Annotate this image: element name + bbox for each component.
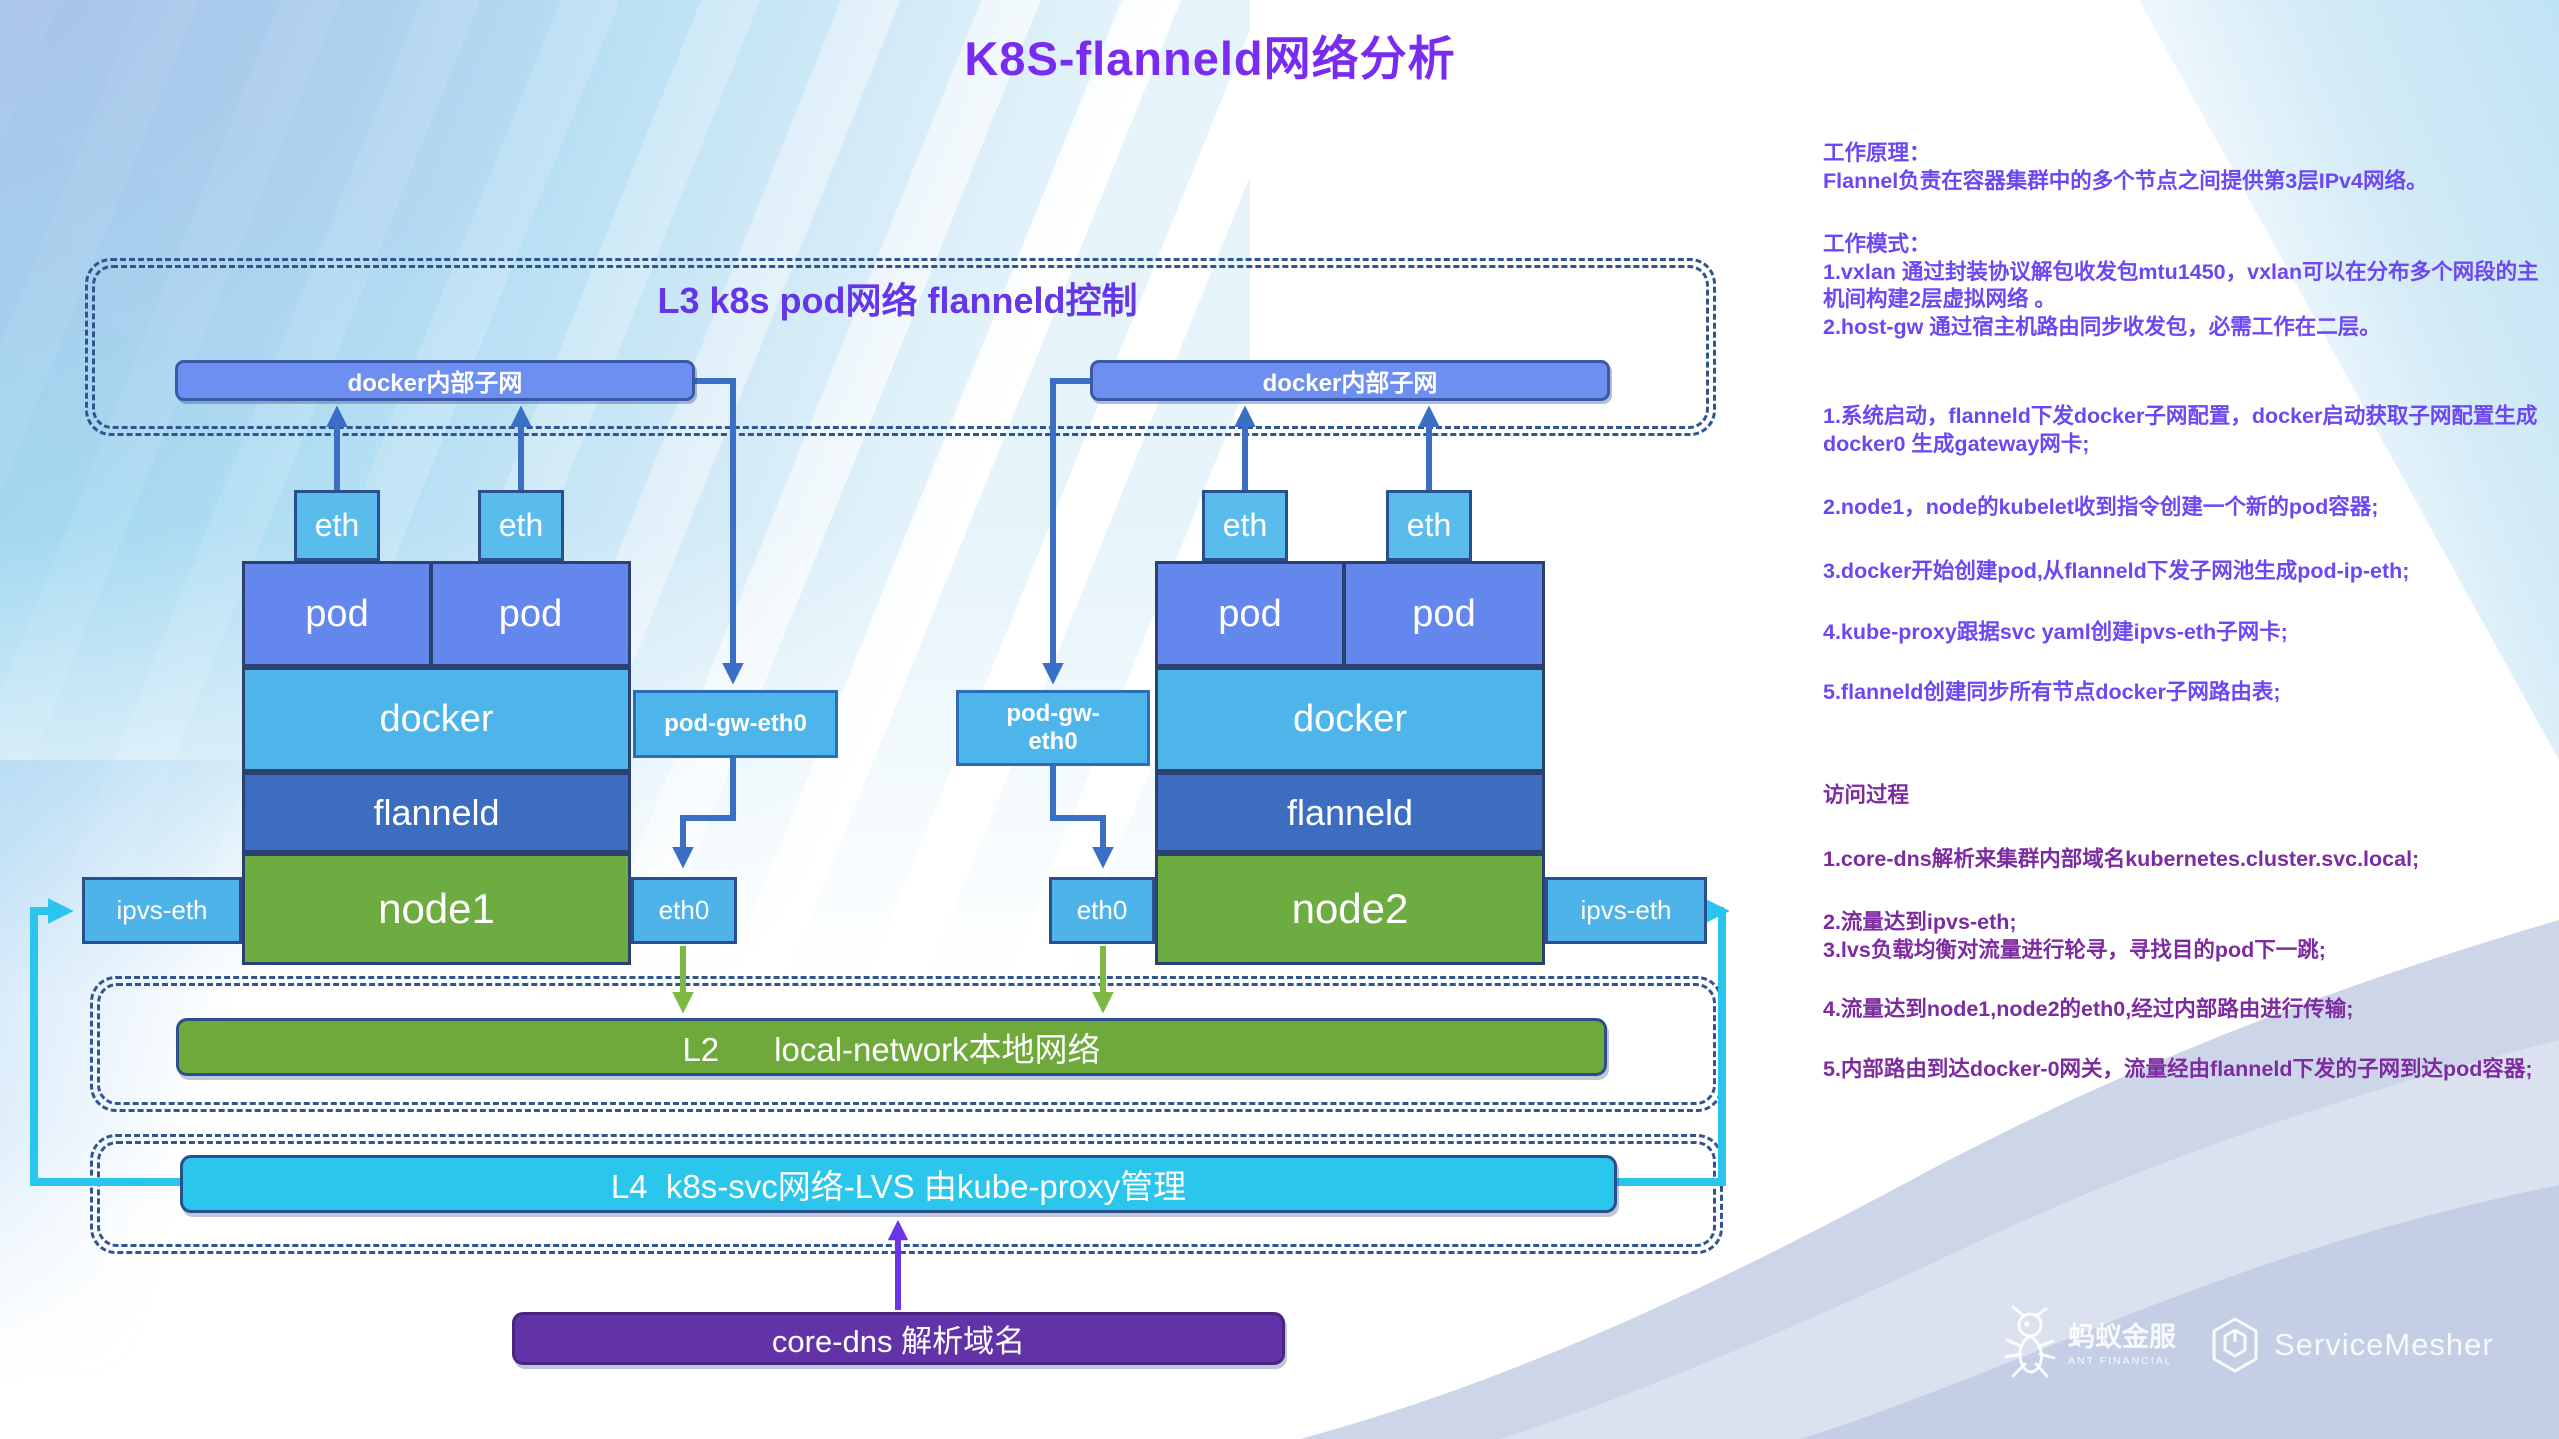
node2-eth-box-2: eth — [1386, 490, 1472, 561]
panel-principle-intro: 工作原理： Flannel负责在容器集群中的多个节点之间提供第3层IPv4网络。 — [1823, 141, 2428, 193]
ant-financial-wordmark: 蚂蚁金服 ANT FINANCIAL — [2068, 1321, 2176, 1367]
l3-network-title: L3 k8s pod网络 flanneld控制 — [657, 280, 1138, 321]
panel-access-1: 1.core-dns解析来集群内部域名kubernetes.cluster.sv… — [1823, 846, 2420, 871]
servicemesher-hexagon-icon — [2212, 1317, 2258, 1373]
docker-subnet-box-right: docker内部子网 — [1090, 360, 1610, 401]
l3-pod-network-container — [85, 258, 1716, 436]
ant-financial-subtitle: ANT FINANCIAL — [2068, 1354, 2173, 1367]
node1-flanneld-layer: flanneld — [242, 772, 631, 853]
node2-eth0-box: eth0 — [1049, 877, 1155, 944]
node2-box: node2 — [1155, 853, 1545, 965]
l2-local-network-bar: L2 local-network本地网络 — [176, 1018, 1607, 1076]
explanation-panel: 工作原理： Flannel负责在容器集群中的多个节点之间提供第3层IPv4网络。… — [1823, 140, 2543, 1083]
panel-access-header: 访问过程 — [1823, 783, 1910, 808]
node2-flanneld-layer: flanneld — [1155, 772, 1545, 853]
ant-financial-name: 蚂蚁金服 — [2068, 1321, 2176, 1352]
node2-eth-box-1: eth — [1202, 490, 1288, 561]
node2-docker-layer: docker — [1155, 667, 1545, 772]
panel-step-2: 2.node1，node的kubelet收到指令创建一个新的pod容器; — [1823, 495, 2379, 520]
panel-work-modes: 工作模式： 1.vxlan 通过封装协议解包收发包mtu1450，vxlan可以… — [1823, 232, 2539, 339]
l4-svc-network-bar: L4 k8s-svc网络-LVS 由kube-proxy管理 — [180, 1155, 1617, 1213]
ant-financial-icon — [2004, 1305, 2056, 1378]
node1-pod-gw-eth0-box: pod-gw-eth0 — [633, 690, 838, 758]
panel-step-1: 1.系统启动，flanneld下发docker子网配置，docker启动获取子网… — [1823, 404, 2538, 456]
page-title: K8S-flanneld网络分析 — [964, 32, 1456, 85]
panel-access-2-3: 2.流量达到ipvs-eth; 3.lvs负载均衡对流量进行轮寻，寻找目的pod… — [1823, 910, 2326, 962]
core-dns-bar: core-dns 解析域名 — [512, 1312, 1285, 1365]
docker-subnet-box-left: docker内部子网 — [175, 360, 695, 401]
node2-pod-box-1: pod — [1155, 561, 1345, 667]
node2-pod-box-2: pod — [1343, 561, 1545, 667]
footer-logos: 蚂蚁金服 ANT FINANCIAL ServiceMesher — [2000, 1290, 2520, 1400]
node1-docker-layer: docker — [242, 667, 631, 772]
servicemesher-wordmark: ServiceMesher — [2274, 1327, 2494, 1362]
node2-pod-gw-eth0-box: pod-gw- eth0 — [956, 690, 1150, 766]
node2-ipvs-eth-box: ipvs-eth — [1545, 877, 1707, 944]
node1-eth-box-1: eth — [294, 490, 380, 561]
panel-step-5: 5.flanneld创建同步所有节点docker子网路由表; — [1823, 679, 2281, 704]
node1-pod-box-1: pod — [242, 561, 432, 667]
panel-step-3: 3.docker开始创建pod,从flanneld下发子网池生成pod-ip-e… — [1823, 558, 2410, 583]
node1-ipvs-eth-box: ipvs-eth — [82, 877, 242, 944]
l4-svc-network-container — [90, 1134, 1723, 1254]
panel-access-4: 4.流量达到node1,node2的eth0,经过内部路由进行传输; — [1823, 997, 2354, 1022]
panel-access-5: 5.内部路由到达docker-0网关，流量经由flanneld下发的子网到达po… — [1823, 1056, 2533, 1081]
node1-eth0-box: eth0 — [631, 877, 737, 944]
node1-eth-box-2: eth — [478, 490, 564, 561]
panel-step-4: 4.kube-proxy跟据svc yaml创建ipvs-eth子网卡; — [1823, 620, 2288, 645]
node1-pod-box-2: pod — [430, 561, 631, 667]
node1-box: node1 — [242, 853, 631, 965]
